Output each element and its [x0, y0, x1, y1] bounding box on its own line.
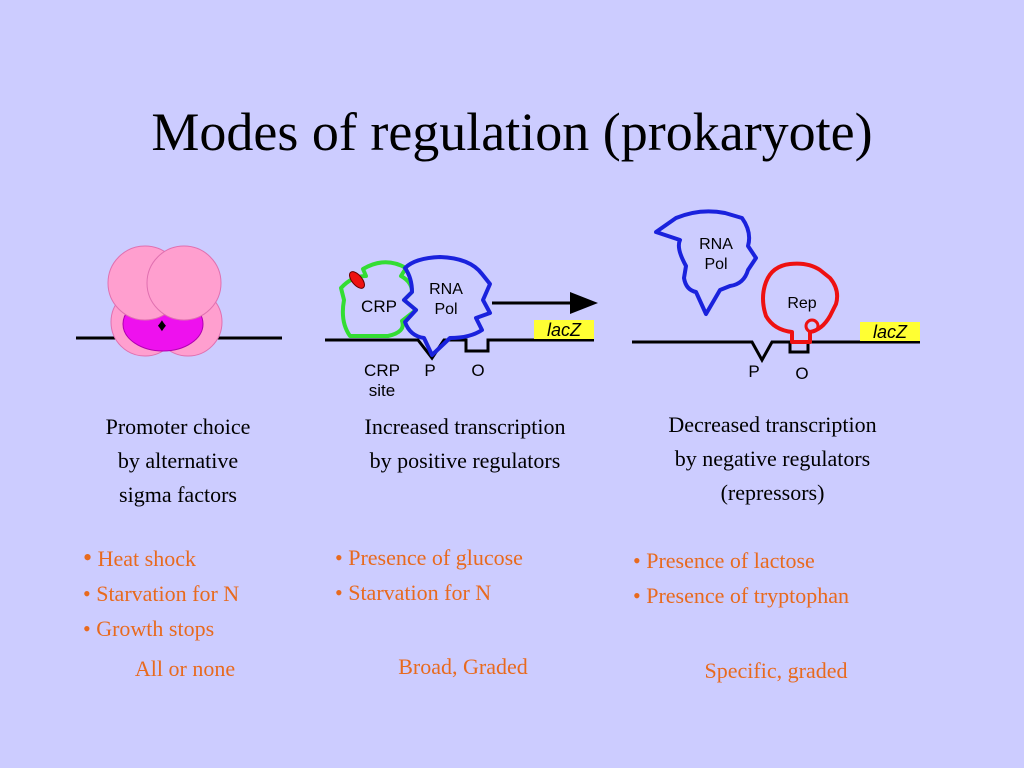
caption-line: by negative regulators: [674, 446, 871, 471]
lacz-label-2: lacZ: [547, 320, 582, 340]
lacz-gene-box-3: [860, 322, 920, 341]
rna-pol-label-3-line1: RNA: [699, 236, 733, 253]
summary-negative: Specific, graded: [704, 658, 848, 683]
list-item: • Presence of tryptophan: [633, 583, 850, 608]
diamond-glyph: ♦: [157, 315, 166, 335]
bullet-list-negative: • Presence of lactose • Presence of tryp…: [633, 543, 849, 613]
promoter-label-3: P: [748, 362, 759, 381]
list-item: • Presence of lactose: [633, 548, 815, 573]
sigma-factor-diagram: ♦: [76, 245, 282, 357]
operator-label-2: O: [471, 361, 484, 380]
bullet-list-sigma: • Heat shock • Starvation for N • Growth…: [83, 540, 239, 646]
caption-sigma: Promoter choice by alternative sigma fac…: [52, 410, 304, 512]
rna-pol-protein-2: [402, 255, 492, 357]
operator-label-3: O: [795, 364, 808, 383]
repressor-binding-knob: [804, 318, 820, 334]
crp-site-label-line2: site: [369, 381, 395, 400]
caption-positive: Increased transcription by positive regu…: [325, 410, 605, 478]
caption-line: Increased transcription: [364, 414, 566, 439]
lacz-gene-box-2: [534, 320, 594, 339]
crp-label: CRP: [361, 297, 397, 316]
caption-line: sigma factors: [119, 482, 237, 507]
activator-diagram: lacZ CRP RNA Pol CRP site P O: [325, 255, 598, 400]
repressor-protein: [761, 261, 840, 344]
rna-pol-label-2-line2: Pol: [434, 301, 457, 318]
holoenzyme-lobe-top-right: [146, 245, 222, 321]
caption-line: Decreased transcription: [668, 412, 877, 437]
caption-line: by alternative: [117, 448, 239, 473]
dna-strand-2: [325, 338, 594, 361]
camp-ligand: [349, 271, 365, 289]
summary-sigma: All or none: [134, 656, 236, 681]
bullet-list-positive: • Presence of glucose • Starvation for N: [335, 540, 523, 610]
rna-pol-protein-3: [654, 209, 758, 316]
summary-positive: Broad, Graded: [398, 654, 528, 679]
lacz-label-3: lacZ: [873, 322, 908, 342]
list-item: • Starvation for N: [335, 580, 492, 605]
list-item: • Heat shock: [83, 543, 196, 572]
caption-line: by positive regulators: [369, 448, 561, 473]
list-item: • Presence of glucose: [335, 545, 523, 570]
list-item: • Growth stops: [83, 616, 215, 641]
rep-label: Rep: [787, 295, 816, 312]
crp-protein: [339, 260, 418, 338]
caption-line: Promoter choice: [105, 414, 251, 439]
list-item: • Starvation for N: [83, 581, 240, 606]
promoter-label-2: P: [424, 361, 435, 380]
rna-pol-label-2-line1: RNA: [429, 281, 463, 298]
caption-negative: Decreased transcription by negative regu…: [630, 408, 915, 510]
repressor-diagram: lacZ RNA Pol Rep P O: [632, 209, 920, 383]
caption-line: (repressors): [720, 480, 825, 505]
dna-strand-3: [632, 340, 920, 364]
rna-pol-label-3-line2: Pol: [704, 256, 727, 273]
page-title: Modes of regulation (prokaryote): [151, 102, 873, 162]
transcription-arrow-head: [570, 292, 598, 314]
crp-site-label-line1: CRP: [364, 361, 400, 380]
